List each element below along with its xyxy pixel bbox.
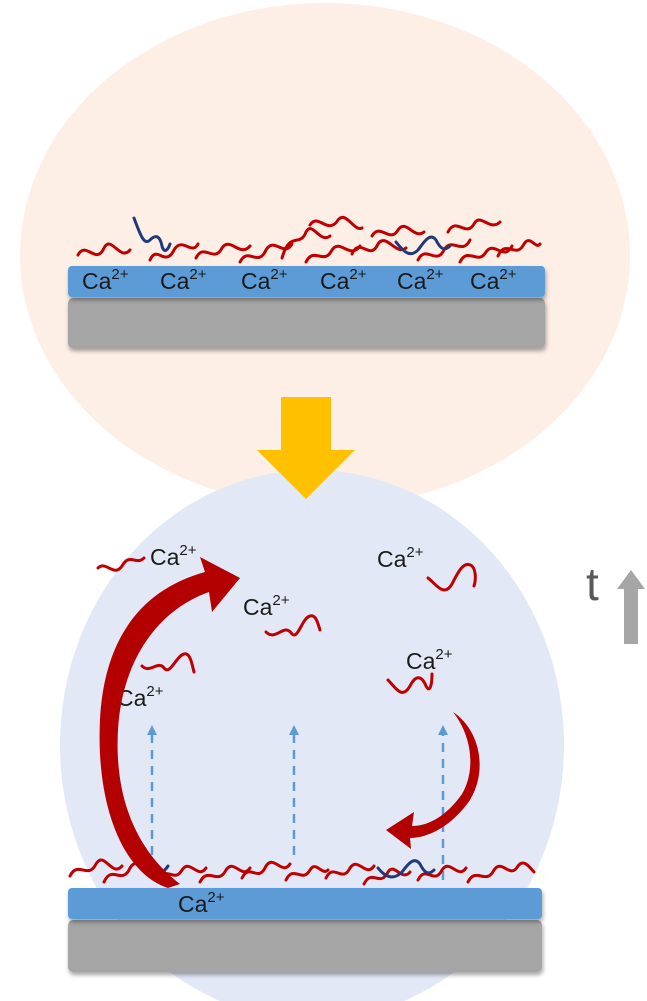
polymer-chain <box>198 864 252 884</box>
top-panel: Ca2+ Ca2+ Ca2+ Ca2+ Ca2+ Ca2+ <box>68 216 545 348</box>
polymer-chain <box>466 861 536 884</box>
polymer-chain <box>446 218 502 234</box>
time-up-arrow <box>617 570 645 644</box>
polymer-chain <box>194 242 252 260</box>
bottom-polymer-brush <box>68 840 536 886</box>
release-cycle-arrow-small <box>386 712 480 849</box>
polymer-chain <box>240 860 292 880</box>
polymer-chain <box>280 227 332 260</box>
top-coating-layer <box>68 266 545 297</box>
polymer-chain-anchored <box>394 235 452 256</box>
transition-down-arrow <box>257 397 355 499</box>
release-direction-arrows <box>147 725 448 880</box>
calcium-ion-label: Ca2+ <box>397 266 444 294</box>
time-label: t <box>586 558 599 610</box>
calcium-ion-label: Ca2+ <box>406 646 453 674</box>
polymer-chain <box>284 865 330 882</box>
bottom-panel: Ca2+ Ca2+ Ca2+ Ca2+ Ca2+ Ca2+ <box>68 542 542 972</box>
release-cycle-arrow-large <box>99 557 240 888</box>
calcium-ion-label: Ca2+ <box>150 542 197 570</box>
released-chains <box>96 556 477 694</box>
top-polymer-brush <box>76 216 542 264</box>
bottom-substrate <box>68 920 542 972</box>
polymer-chain <box>458 244 514 264</box>
free-polymer-chain <box>96 556 146 572</box>
polymer-chain <box>304 244 362 264</box>
free-polymer-chain <box>386 672 434 694</box>
calcium-ion-label: Ca2+ <box>178 889 225 917</box>
calcium-ion-label: Ca2+ <box>82 266 129 294</box>
polymer-chain <box>68 858 124 878</box>
free-polymer-chain <box>426 563 477 592</box>
polymer-chain <box>324 862 376 880</box>
top-substrate <box>68 298 545 348</box>
released-calcium-ions: Ca2+ Ca2+ Ca2+ Ca2+ Ca2+ <box>117 542 453 711</box>
time-indicator: t <box>586 558 645 644</box>
polymer-chain <box>76 242 132 257</box>
top-calcium-ions: Ca2+ Ca2+ Ca2+ Ca2+ Ca2+ Ca2+ <box>82 266 517 294</box>
calcium-ion-label: Ca2+ <box>320 266 367 294</box>
calcium-ion-label: Ca2+ <box>160 266 207 294</box>
polymer-chain <box>362 867 412 886</box>
initial-state-bubble <box>20 3 630 507</box>
calcium-ion-label: Ca2+ <box>241 266 288 294</box>
polymer-chain <box>416 864 468 882</box>
polymer-chain <box>148 242 200 262</box>
polymer-chain <box>308 216 364 230</box>
calcium-ion-label: Ca2+ <box>377 544 424 572</box>
polymer-chain <box>496 239 542 258</box>
bottom-coating-layer <box>68 888 542 919</box>
calcium-ion-label: Ca2+ <box>470 266 517 294</box>
polymer-chain-anchored <box>132 216 172 252</box>
polymer-chain <box>370 224 426 238</box>
calcium-ion-label: Ca2+ <box>243 592 290 620</box>
free-polymer-chain <box>264 614 322 637</box>
polymer-chain-anchored <box>376 859 436 879</box>
free-polymer-chain <box>140 652 196 674</box>
polymer-chain <box>350 239 408 256</box>
